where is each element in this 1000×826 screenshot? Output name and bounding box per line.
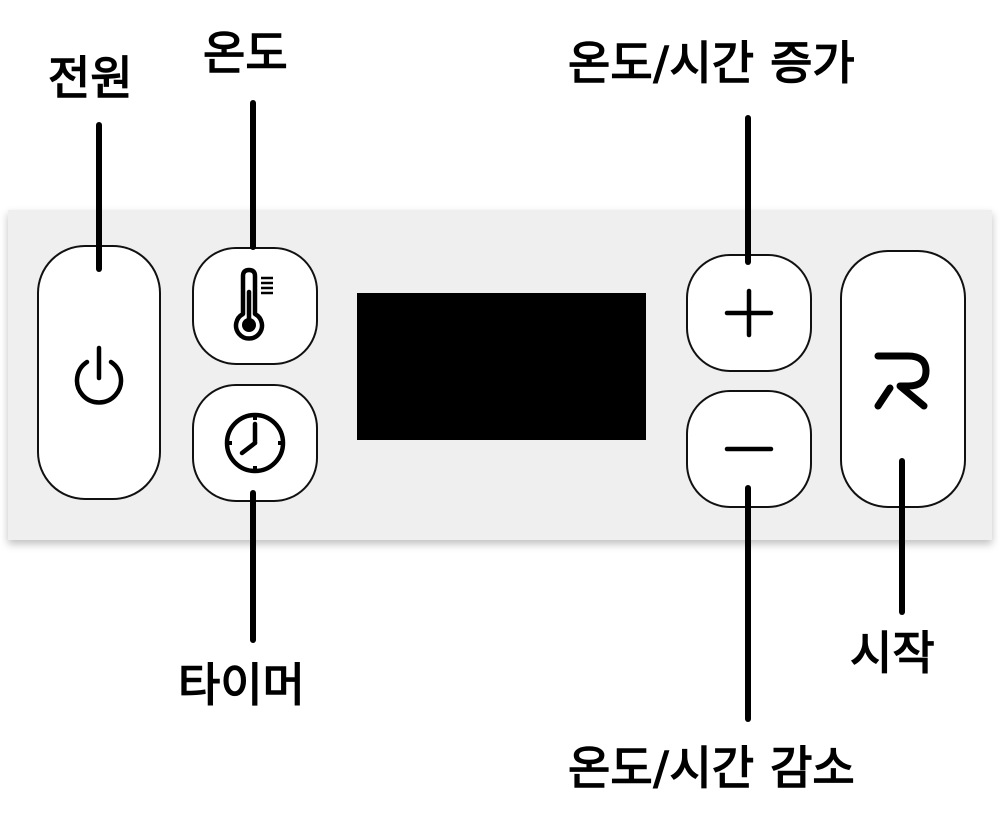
plus-icon: [719, 283, 779, 343]
decrease-label: 온도/시간 감소: [568, 741, 855, 795]
decrease-button[interactable]: [686, 390, 812, 508]
timer-label: 타이머: [178, 658, 305, 712]
temperature-button[interactable]: [192, 247, 318, 365]
clock-icon: [220, 408, 290, 478]
display-screen: [357, 293, 646, 440]
increase-button[interactable]: [686, 254, 812, 372]
timer-button[interactable]: [192, 384, 318, 502]
timer-leader-line: [250, 490, 256, 643]
decrease-leader-line: [745, 485, 751, 722]
start-r-icon: [868, 344, 938, 414]
temperature-leader-line: [250, 100, 256, 250]
increase-leader-line: [745, 115, 751, 265]
start-leader-line: [899, 458, 905, 615]
start-label: 시작: [850, 626, 935, 680]
increase-label: 온도/시간 증가: [568, 36, 855, 90]
minus-icon: [719, 419, 779, 479]
temperature-label: 온도: [203, 26, 288, 80]
power-label: 전원: [48, 51, 133, 105]
power-button[interactable]: [37, 245, 161, 500]
thermometer-icon: [223, 266, 287, 346]
power-icon: [64, 338, 134, 408]
power-leader-line: [96, 122, 102, 272]
